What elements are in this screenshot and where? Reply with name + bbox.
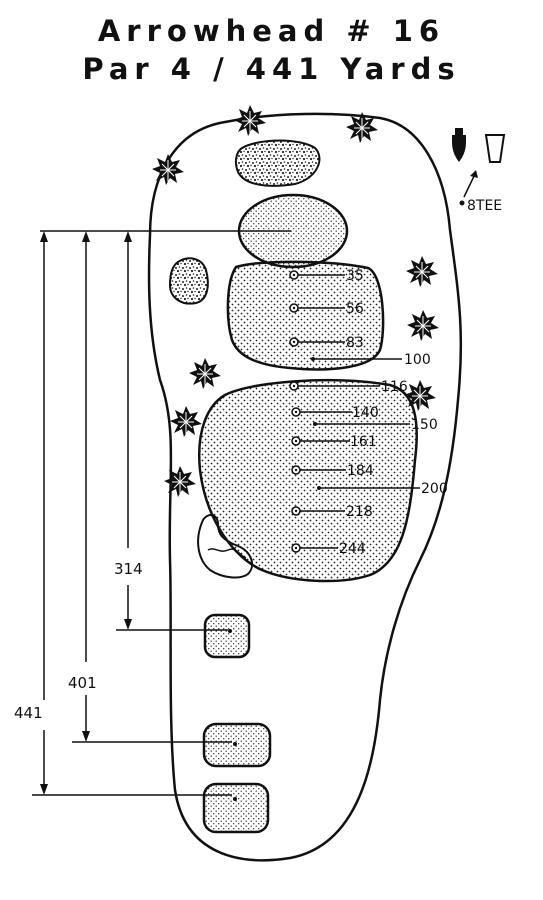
tree-icon	[233, 104, 267, 137]
marker-56: 56	[346, 301, 364, 317]
tree-icon	[403, 379, 437, 412]
marker-83: 83	[346, 335, 364, 351]
left-bunker	[168, 257, 209, 305]
tree-icon	[169, 405, 203, 438]
distance-314: 314	[114, 560, 143, 578]
marker-184: 184	[347, 463, 374, 479]
distance-401: 401	[68, 674, 97, 692]
pin-icon	[452, 128, 466, 162]
left-hazard	[197, 514, 254, 579]
tree-icon	[151, 153, 185, 186]
next-tee-label: 8TEE	[467, 198, 502, 214]
distance-arrowheads	[40, 231, 132, 795]
tree-icon	[405, 255, 439, 288]
distance-441: 441	[14, 704, 43, 722]
tree-icon	[406, 309, 440, 342]
tree-icon	[188, 357, 222, 390]
marker-244: 244	[339, 541, 366, 557]
marker-140: 140	[352, 405, 379, 421]
distance-lines	[32, 230, 291, 796]
tee-box-441	[202, 782, 270, 834]
back-bunker	[234, 139, 321, 187]
hole-subtitle: Par 4 / 441 Yards	[82, 52, 461, 86]
hole-outline	[147, 112, 463, 862]
marker-35: 35	[346, 268, 364, 284]
marker-218: 218	[346, 504, 373, 520]
marker-150: 150	[411, 417, 438, 433]
yardage-markers: 35 56 83 100 116 140 150 161 184 200 218	[289, 268, 448, 557]
tee-box-314	[203, 613, 251, 659]
marker-100: 100	[404, 352, 431, 368]
cup-icon	[484, 134, 506, 163]
lower-fairway	[198, 379, 418, 583]
hole-title: Arrowhead # 16	[97, 14, 446, 48]
marker-116: 116	[381, 379, 408, 395]
marker-200: 200	[421, 481, 448, 497]
marker-161: 161	[350, 434, 377, 450]
tee-box-401	[202, 722, 272, 768]
tree-icon	[163, 465, 197, 498]
